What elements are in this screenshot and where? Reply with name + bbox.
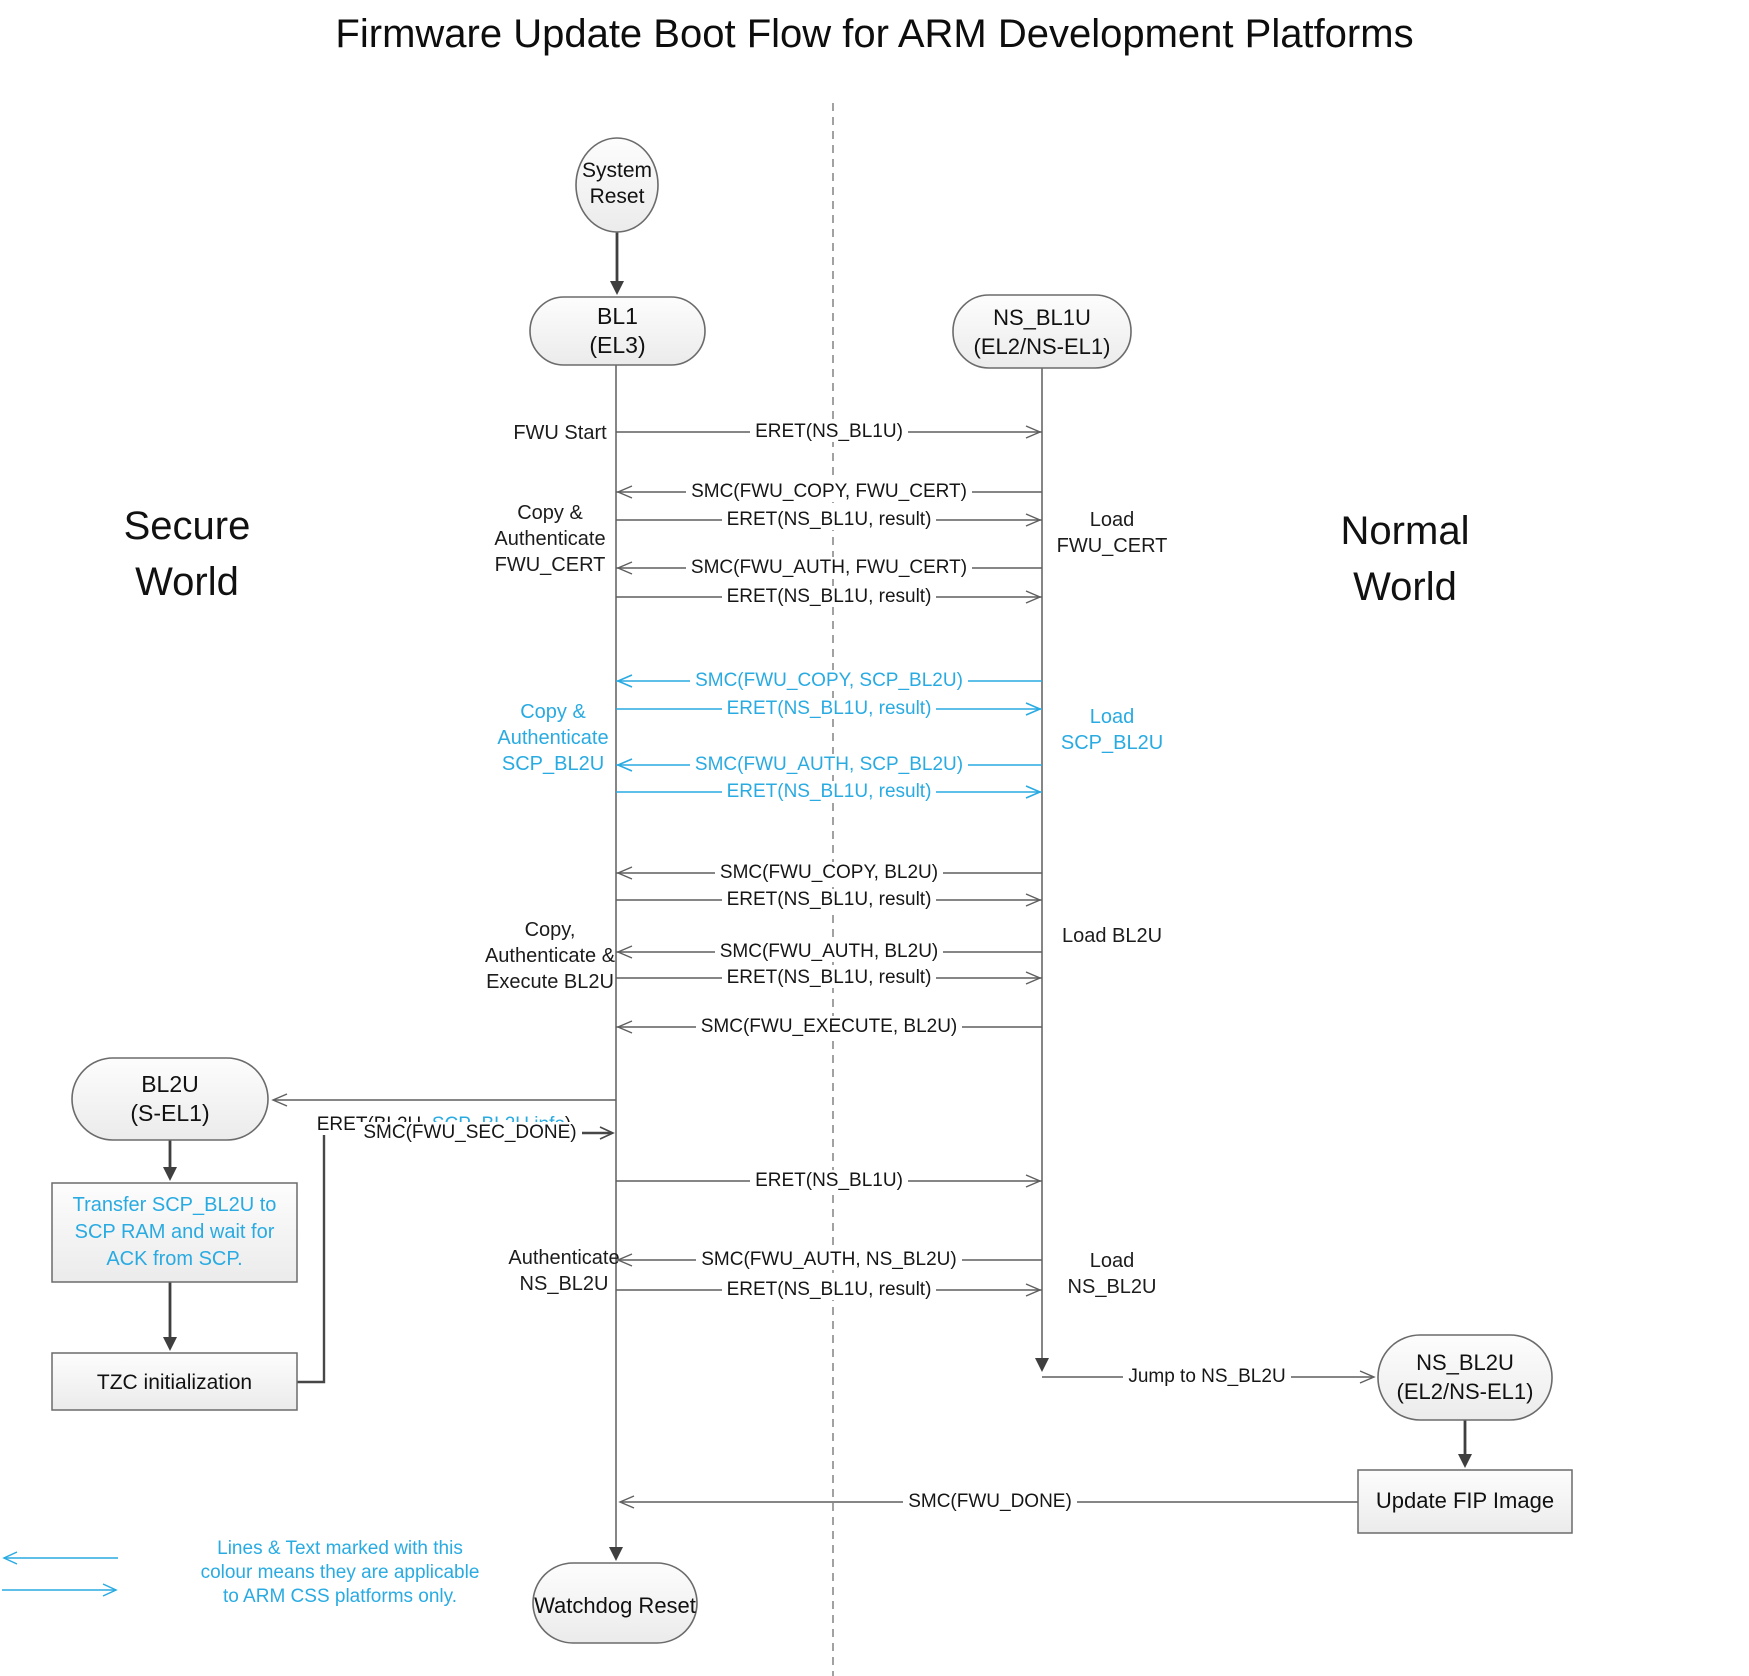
message-eret-ns-bl1u-result: ERET(NS_BL1U, result)	[616, 696, 1042, 721]
message-eret-ns-bl1u: ERET(NS_BL1U)	[616, 1168, 1042, 1193]
legend-arm-css-note: Lines & Text marked with this colour mea…	[200, 1538, 480, 1607]
transfer-scp-bl2u-box	[51, 1182, 298, 1283]
message-eret-ns-bl1u: ERET(NS_BL1U)	[616, 419, 1042, 444]
phase-copy-auth-scp-bl2u: Copy & Authenticate SCP_BL2U	[497, 701, 609, 775]
phase-fwu-start: FWU Start	[513, 422, 607, 444]
ns-bl1u-label: NS_BL1U (EL2/NS-EL1)	[973, 305, 1111, 359]
legend-arrows	[2, 1551, 118, 1597]
system-reset-label: System Reset	[581, 159, 652, 208]
phase-load-ns-bl2u: Load NS_BL2U	[1067, 1250, 1157, 1298]
message-text: SMC(FWU_EXECUTE, BL2U)	[695, 1016, 963, 1037]
phase-copy-auth-exec-bl2u: Copy, Authenticate & Execute BL2U	[484, 919, 616, 993]
message-text: SMC(FWU_COPY, BL2U)	[714, 862, 944, 883]
message-text: SMC(FWU_SEC_DONE)	[358, 1122, 582, 1143]
message-smc-fwu-copy-fwu-cert: SMC(FWU_COPY, FWU_CERT)	[616, 479, 1042, 504]
message-eret-ns-bl1u-result: ERET(NS_BL1U, result)	[616, 1277, 1042, 1302]
normal-world-label: Normal World	[1340, 509, 1470, 609]
message-smc-fwu-done: SMC(FWU_DONE)	[620, 1489, 1360, 1514]
message-smc-fwu-execute-bl2u: SMC(FWU_EXECUTE, BL2U)	[616, 1014, 1042, 1039]
update-fip-image-box	[1357, 1469, 1573, 1534]
message-smc-fwu-auth-bl2u: SMC(FWU_AUTH, BL2U)	[616, 939, 1042, 964]
bl2u-label: BL2U (S-EL1)	[130, 1071, 210, 1126]
message-smc-fwu-sec-done: SMC(FWU_SEC_DONE)	[324, 1120, 616, 1145]
blue-arrowheads-left	[615, 674, 633, 772]
message-eret-ns-bl1u-result: ERET(NS_BL1U, result)	[616, 779, 1042, 804]
phase-load-fwu-cert: Load FWU_CERT	[1056, 509, 1168, 557]
message-text: SMC(FWU_COPY, SCP_BL2U)	[690, 670, 968, 691]
arrowheads-left	[616, 485, 633, 1267]
transfer-scp-bl2u-label: Transfer SCP_BL2U to SCP RAM and wait fo…	[72, 1194, 277, 1270]
watchdog-reset-label: Watchdog Reset	[534, 1593, 696, 1618]
message-text: ERET(NS_BL1U)	[750, 1170, 908, 1191]
ns-bl2u-node	[1377, 1334, 1553, 1421]
legend-arrow-lines	[2, 1557, 118, 1591]
update-fip-image-label: Update FIP Image	[1375, 1488, 1555, 1513]
ns-bl1u-node	[952, 294, 1132, 369]
bl2u-node	[71, 1057, 269, 1141]
diagram-title: Firmware Update Boot Flow for ARM Develo…	[335, 12, 1414, 56]
arrowheads-right	[1025, 425, 1042, 1297]
message-smc-fwu-copy-bl2u: SMC(FWU_COPY, BL2U)	[616, 860, 1042, 885]
message-eret-ns-bl1u-result: ERET(NS_BL1U, result)	[616, 965, 1042, 990]
message-text: SMC(FWU_AUTH, BL2U)	[714, 941, 944, 962]
tzc-initialization-label: TZC initialization	[96, 1371, 253, 1394]
message-eret-ns-bl1u-result: ERET(NS_BL1U, result)	[616, 887, 1042, 912]
lifelines	[615, 365, 1043, 1548]
message-smc-fwu-copy-scp-bl2u: SMC(FWU_COPY, SCP_BL2U)	[616, 668, 1042, 693]
flow-arrow-stems	[168, 232, 1467, 1455]
message-smc-fwu-auth-fwu-cert: SMC(FWU_AUTH, FWU_CERT)	[616, 555, 1042, 580]
message-text: ERET(NS_BL1U, result)	[721, 967, 937, 988]
message-text: Jump to NS_BL2U	[1123, 1366, 1291, 1387]
phase-load-bl2u: Load BL2U	[1061, 925, 1163, 947]
legend-arrowheads	[2, 1551, 118, 1597]
blue-arrowheads-right	[1025, 702, 1043, 799]
message-eret-ns-bl1u-result: ERET(NS_BL1U, result)	[616, 584, 1042, 609]
message-text: ERET(NS_BL1U, result)	[721, 1279, 937, 1300]
message-text: SMC(FWU_AUTH, SCP_BL2U)	[689, 754, 969, 775]
message-text: ERET(NS_BL1U, result)	[721, 889, 937, 910]
message-text: SMC(FWU_COPY, FWU_CERT)	[686, 481, 972, 502]
message-smc-fwu-auth-ns-bl2u: SMC(FWU_AUTH, NS_BL2U)	[616, 1247, 1042, 1272]
message-text: ERET(NS_BL1U)	[750, 421, 908, 442]
message-text: ERET(NS_BL1U, result)	[721, 781, 937, 802]
connector-arrowhead	[599, 1126, 615, 1140]
message-text: SMC(FWU_DONE)	[903, 1491, 1077, 1512]
bl1-node	[529, 296, 706, 366]
phase-copy-auth-fwu-cert: Copy & Authenticate FWU_CERT	[494, 502, 606, 576]
branch-arrowheads	[271, 1093, 1376, 1509]
watchdog-reset-node	[532, 1562, 698, 1644]
message-text: SMC(FWU_AUTH, FWU_CERT)	[685, 557, 973, 578]
system-reset-node	[575, 137, 659, 233]
tzc-initialization-box	[51, 1352, 298, 1411]
message-text: ERET(NS_BL1U, result)	[721, 509, 937, 530]
phase-auth-ns-bl2u: Authenticate NS_BL2U	[508, 1247, 620, 1295]
secure-world-label: Secure World	[123, 504, 251, 604]
message-text: ERET(NS_BL1U, result)	[721, 698, 937, 719]
ns-bl2u-label: NS_BL2U (EL2/NS-EL1)	[1396, 1350, 1534, 1404]
message-text: SMC(FWU_AUTH, NS_BL2U)	[696, 1249, 962, 1270]
phase-load-scp-bl2u: Load SCP_BL2U	[1060, 706, 1164, 754]
message-jump-to-ns-bl2u: Jump to NS_BL2U	[1042, 1364, 1372, 1389]
message-eret-ns-bl1u-result: ERET(NS_BL1U, result)	[616, 507, 1042, 532]
message-text: ERET(NS_BL1U, result)	[721, 586, 937, 607]
message-smc-fwu-auth-scp-bl2u: SMC(FWU_AUTH, SCP_BL2U)	[616, 752, 1042, 777]
bl1-label: BL1 (EL3)	[589, 303, 646, 358]
